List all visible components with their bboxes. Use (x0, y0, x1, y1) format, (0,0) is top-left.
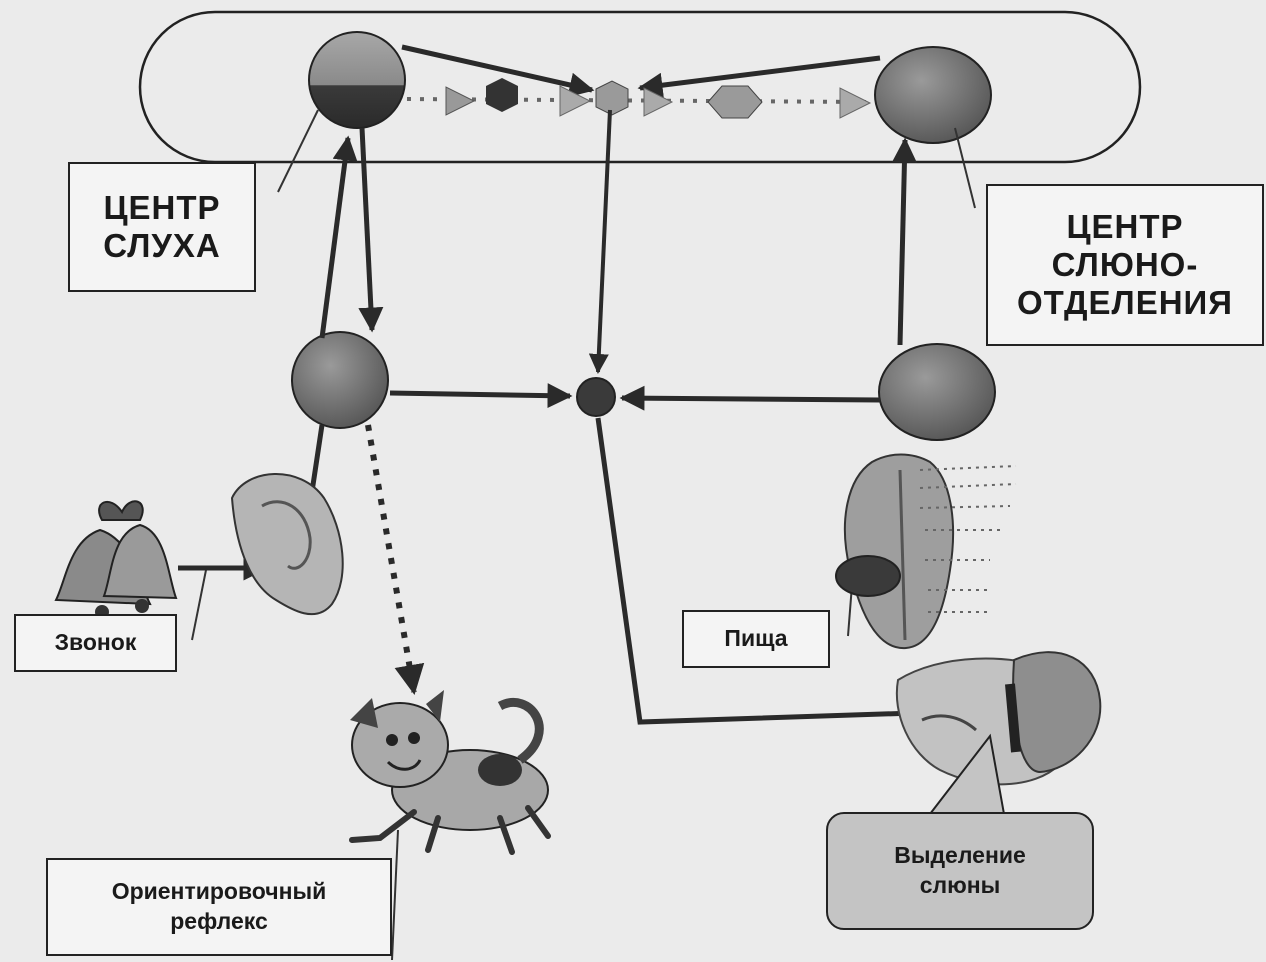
orienting-reflex-label-line-2: рефлекс (170, 908, 268, 934)
salivation-subcortical-neuron (878, 343, 996, 441)
hearing-label-pointer (277, 109, 319, 193)
ear-icon (230, 473, 344, 616)
saliva-secretion-label: Выделение слюны (826, 812, 1094, 930)
chain-triangle-4 (839, 87, 872, 119)
salivation-center-label: ЦЕНТР СЛЮНО- ОТДЕЛЕНИЯ (986, 184, 1264, 346)
orienting-reflex-path (365, 424, 425, 695)
bell-label: Звонок (14, 614, 177, 672)
hearing-descending-path (358, 127, 384, 333)
saliva-secretion-label-line-2: слюны (919, 872, 1001, 898)
chain-hexagon-2 (595, 80, 629, 116)
chain-triangle-2 (559, 85, 592, 117)
chain-triangle-1 (445, 86, 476, 116)
salivation-center-label-line-3: ОТДЕЛЕНИЯ (1017, 283, 1233, 321)
orienting-reflex-label: Ориентировочный рефлекс (46, 858, 392, 956)
chain-hexagon-3 (707, 85, 763, 119)
salivation-label-pointer (954, 127, 976, 209)
convergence-to-gland-path (595, 417, 948, 726)
hearing-center-label-line-1: ЦЕНТР (103, 189, 221, 227)
cortex-link-right (637, 55, 881, 98)
bell-label-pointer (191, 569, 207, 641)
orient-label-pointer (391, 829, 399, 961)
salivation-ascending-path (891, 137, 917, 346)
hearing-ascending-path (319, 135, 358, 339)
cortex-capsule (138, 10, 1142, 164)
dog-icon (349, 690, 551, 855)
convergence-neuron (576, 377, 616, 417)
bell-icon (54, 500, 178, 619)
hearing-center-label-line-2: СЛУХА (103, 227, 221, 264)
hearing-center-neuron (308, 31, 406, 129)
orienting-reflex-label-line-1: Ориентировочный (111, 878, 327, 905)
chain-hexagon-1 (486, 78, 518, 112)
tongue-icon (835, 453, 1017, 650)
cortex-to-convergence-path (588, 109, 612, 374)
bell-label-text: Звонок (54, 629, 137, 656)
salivation-center-neuron (874, 46, 992, 144)
salivation-center-label-line-2: СЛЮНО- (1051, 246, 1199, 284)
food-label: Пища (682, 610, 830, 668)
hearing-subcortical-neuron (291, 331, 389, 429)
salivation-center-label-line-1: ЦЕНТР (1066, 208, 1184, 246)
food-label-text: Пища (724, 625, 788, 652)
salivation-to-convergence-path (619, 385, 881, 411)
dotted-chain (406, 97, 869, 104)
chain-triangle-3 (643, 87, 674, 117)
cortex-link-left (401, 44, 595, 98)
saliva-secretion-label-line-1: Выделение (894, 842, 1026, 869)
hearing-to-convergence-path (389, 383, 573, 409)
salivary-gland-icon (895, 651, 1102, 786)
hearing-center-label: ЦЕНТР СЛУХА (68, 162, 256, 292)
